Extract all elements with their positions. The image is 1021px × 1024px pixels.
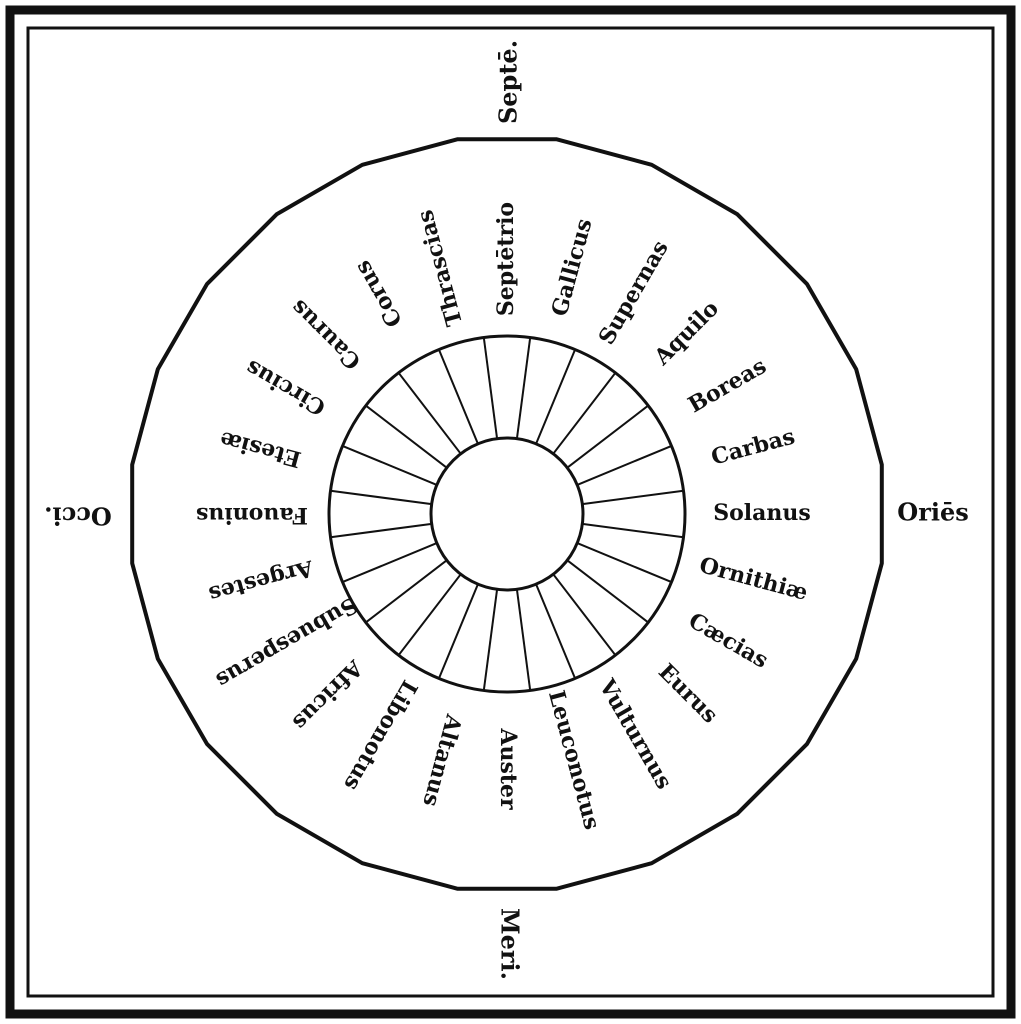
ring-spoke [330,489,432,506]
ring-spoke [566,404,649,469]
ring-spoke [576,444,672,486]
wind-label: Solanus [713,500,811,526]
ring-spoke [482,589,499,691]
ring-spoke [342,542,438,584]
ring-spoke [515,589,532,691]
ring-spoke [437,349,479,445]
ring-spoke [515,337,532,439]
wind-label: Fauonius [196,502,308,528]
wind-label: Carbas [708,423,797,470]
ring-spoke [397,573,462,656]
wind-label: Supernas [594,236,674,349]
ring-spoke [437,583,479,679]
wind-label: Auster [495,727,521,810]
ring-spoke [582,489,684,506]
wind-label: Leuconotus [543,688,605,833]
wind-label: Africus [287,654,368,735]
ring-spoke [582,522,684,539]
cardinal-west: Occi. [44,502,112,531]
ring-spoke [482,337,499,439]
ring-spoke [365,404,448,469]
wind-label: Altanus [417,711,467,810]
wind-label: Circius [241,354,330,420]
wind-label: Thrascias [412,207,468,329]
ring-spoke [365,559,448,624]
wind-label: Libonotus [338,675,422,795]
wind-label: Septētrio [493,202,519,316]
wind-label: Boreas [684,353,771,418]
wind-label: Argestes [206,554,317,607]
inner-frame [26,26,995,998]
ring-spoke [552,573,617,656]
ring-spoke [330,522,432,539]
inner-ring [429,436,585,592]
cardinal-north: Septē. [494,40,523,124]
ring-spoke [566,559,649,624]
ring-spoke [342,444,438,486]
wind-label: Eurus [653,659,723,729]
ring-spoke [552,372,617,455]
wind-label: Cæcias [684,608,773,674]
cardinal-east: Oriēs [897,498,968,527]
outer-polygon [130,137,884,891]
wind-label: Etesiæ [217,426,304,473]
wind-label: Caurus [286,294,366,374]
wind-label: Aquilo [648,296,724,372]
ring-spokes [330,337,684,691]
wind-label: Vulturnus [593,674,677,794]
outer-frame [5,5,1016,1019]
wind-labels: Septētrio GallicusSupernasAquiloBoreasCar… [196,202,811,832]
outer-ring [327,334,687,694]
wind-label: Corus [349,256,408,331]
ring-spoke [576,542,672,584]
wind-label: Ornithiæ [697,552,811,606]
cardinal-south: Meri. [496,908,525,980]
ring-spoke [535,349,577,445]
ring-spoke [535,583,577,679]
ring-spoke [397,372,462,455]
wind-label: Gallicus [547,216,598,319]
